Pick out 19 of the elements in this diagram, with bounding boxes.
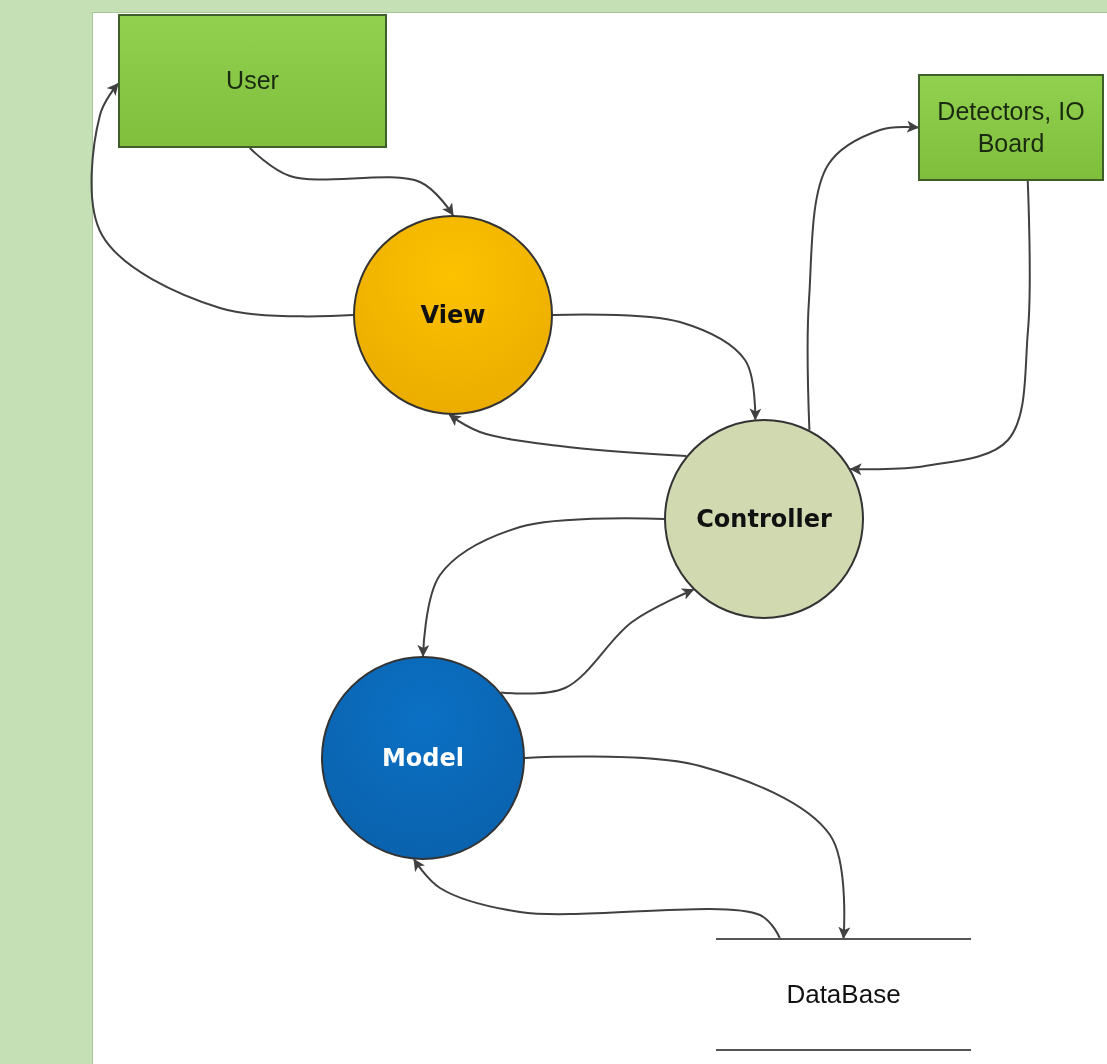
arrow — [90, 82, 354, 318]
node-label: View — [420, 301, 486, 329]
entity-box — [918, 74, 1104, 181]
node-label: User — [226, 65, 279, 97]
arrow — [448, 413, 688, 458]
arrow — [524, 755, 851, 939]
arrow — [248, 147, 454, 216]
data-store — [716, 938, 971, 1051]
node-label: Detectors, IO Board — [936, 96, 1086, 159]
node-label: Controller — [696, 505, 832, 533]
node-label: Model — [381, 744, 465, 772]
arrow — [413, 858, 781, 939]
node-label: DataBase — [786, 979, 901, 1010]
arrow — [417, 517, 665, 657]
arrow — [849, 180, 1031, 476]
entity-box — [118, 14, 387, 148]
arrow — [552, 313, 762, 421]
arrow — [500, 588, 695, 695]
arrow — [806, 120, 919, 431]
